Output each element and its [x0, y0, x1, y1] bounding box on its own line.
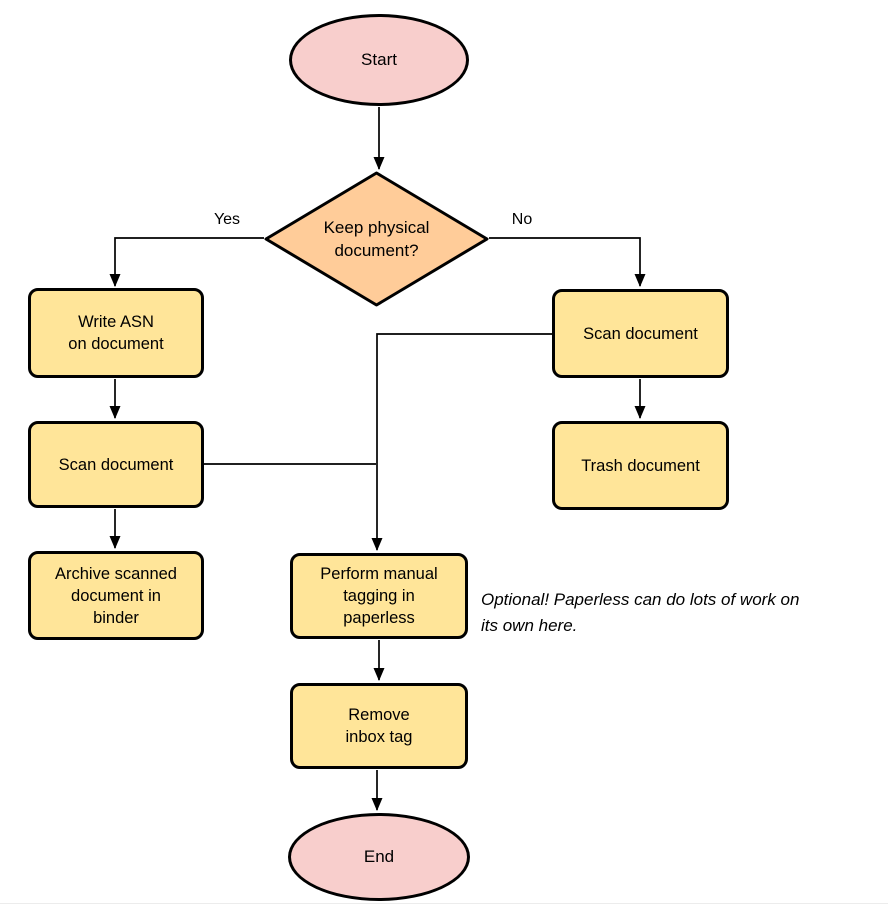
node-scan-document-right: Scan document: [552, 289, 729, 378]
node-remove-inbox-tag: Remove inbox tag: [290, 683, 468, 769]
node-manual-tagging: Perform manual tagging in paperless: [290, 553, 468, 639]
edge-label-yes: Yes: [203, 210, 251, 230]
edge-scanright-to-tagging: [371, 333, 553, 551]
edge-decision-no: [489, 237, 646, 287]
node-trash-document: Trash document: [552, 421, 729, 510]
node-write-asn: Write ASN on document: [28, 288, 204, 378]
node-scan-document-left: Scan document: [28, 421, 204, 508]
node-archive-binder: Archive scanned document in binder: [28, 551, 204, 640]
bottom-hairline: [0, 903, 888, 904]
node-end: End: [288, 813, 470, 901]
edge-decision-yes: [109, 237, 264, 287]
annotation-optional-note: Optional! Paperless can do lots of work …: [481, 590, 800, 635]
node-decision: Keep physical document?: [263, 170, 490, 308]
decision-diamond-shape: [264, 171, 489, 307]
decision-label: Keep physical document?: [323, 218, 430, 260]
edge-label-no: No: [498, 210, 546, 230]
node-start: Start: [289, 14, 469, 106]
